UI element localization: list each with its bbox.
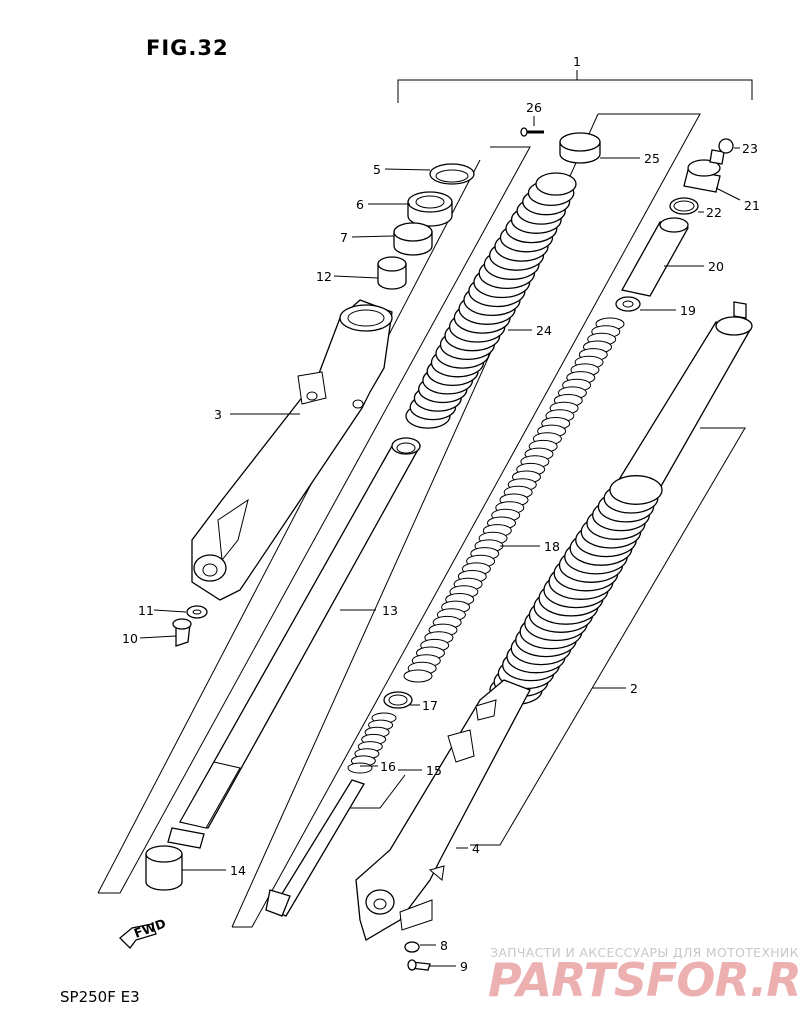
axle-bolt bbox=[407, 959, 431, 971]
callout-15: 15 bbox=[426, 763, 442, 778]
oil-seal bbox=[407, 191, 453, 227]
callout-5: 5 bbox=[373, 162, 381, 177]
callout-11: 11 bbox=[138, 603, 154, 618]
drain-bolt bbox=[172, 618, 192, 647]
spring-coil bbox=[403, 669, 433, 683]
watermark-caption: ЗАПЧАСТИ И АКСЕССУАРЫ ДЛЯ МОТОТЕХНИКИ bbox=[490, 945, 800, 960]
damper-rod bbox=[265, 779, 365, 917]
o-ring bbox=[669, 197, 699, 215]
callout-6: 6 bbox=[356, 197, 364, 212]
rebound-seat bbox=[383, 691, 413, 709]
leader-lines bbox=[139, 116, 741, 967]
axle-washer bbox=[404, 941, 420, 953]
fork-spring bbox=[403, 317, 625, 683]
assembly-bracket bbox=[397, 70, 753, 103]
fork-cap-bolt bbox=[683, 149, 725, 193]
callout-2: 2 bbox=[630, 681, 638, 696]
callout-10: 10 bbox=[122, 631, 138, 646]
boot-fold bbox=[609, 475, 663, 505]
svg-text:FWD: FWD bbox=[132, 916, 168, 941]
group-outline-inner bbox=[350, 774, 406, 809]
cap-plug bbox=[718, 138, 734, 154]
callout-21: 21 bbox=[744, 198, 760, 213]
model-code: SP250F E3 bbox=[60, 988, 140, 1006]
fork-assembly-right bbox=[618, 301, 753, 489]
callout-26: 26 bbox=[526, 100, 542, 115]
dust-boot-lower bbox=[489, 475, 663, 705]
callout-14: 14 bbox=[230, 863, 246, 878]
rebound-spring bbox=[347, 712, 397, 774]
callout-25: 25 bbox=[644, 151, 660, 166]
callout-8: 8 bbox=[440, 938, 448, 953]
watermark-logo: PARTSFOR.RU bbox=[488, 953, 800, 1007]
callout-22: 22 bbox=[706, 205, 722, 220]
outer-tube-right bbox=[355, 679, 531, 941]
callout-13: 13 bbox=[382, 603, 398, 618]
callout-4: 4 bbox=[472, 841, 480, 856]
callout-9: 9 bbox=[460, 959, 468, 974]
callouts: 1 2 3 4 5 6 7 8 9 10 11 12 13 14 15 16 1… bbox=[122, 54, 760, 974]
callout-3: 3 bbox=[214, 407, 222, 422]
callout-20: 20 bbox=[708, 259, 724, 274]
snap-ring bbox=[429, 163, 475, 185]
group-outline-right bbox=[470, 427, 746, 846]
seal-spacer bbox=[393, 222, 433, 256]
band-screw bbox=[520, 127, 544, 137]
callout-17: 17 bbox=[422, 698, 438, 713]
guide-bushing bbox=[377, 256, 407, 290]
gasket-washer bbox=[186, 605, 208, 619]
outer-tube-slider bbox=[191, 299, 393, 601]
fwd-arrow: FWD bbox=[119, 916, 168, 949]
spring-seat bbox=[615, 296, 641, 312]
spacer-tube bbox=[621, 217, 689, 297]
boot-band bbox=[559, 132, 601, 164]
callout-24: 24 bbox=[536, 323, 552, 338]
dust-boot-upper bbox=[405, 172, 577, 429]
callout-12: 12 bbox=[316, 269, 332, 284]
inner-tube bbox=[167, 437, 422, 849]
callout-23: 23 bbox=[742, 141, 758, 156]
callout-16: 16 bbox=[380, 759, 396, 774]
callout-18: 18 bbox=[544, 539, 560, 554]
callout-1: 1 bbox=[573, 54, 581, 69]
boot-fold bbox=[535, 172, 577, 196]
callout-7: 7 bbox=[340, 230, 348, 245]
callout-19: 19 bbox=[680, 303, 696, 318]
group-outline-left bbox=[97, 146, 531, 894]
rebound-coil bbox=[347, 762, 373, 774]
slide-bushing bbox=[145, 845, 183, 891]
figure-title: FIG.32 bbox=[146, 36, 229, 60]
